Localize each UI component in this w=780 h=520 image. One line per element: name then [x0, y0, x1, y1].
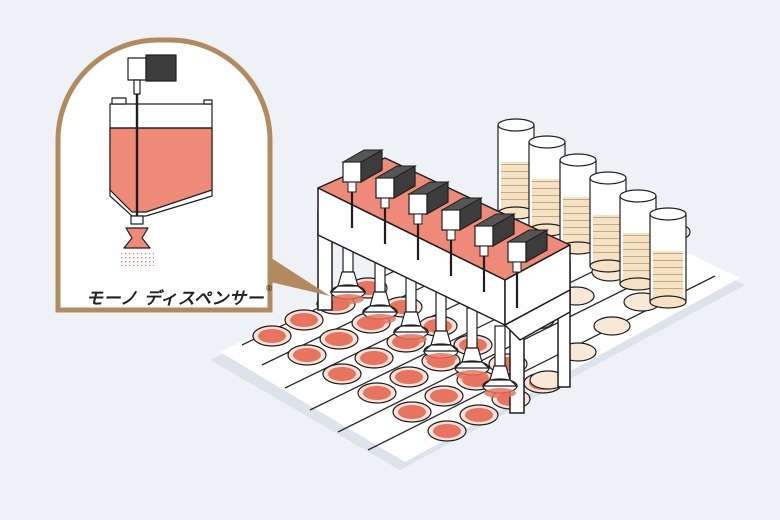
product-name-label: モーノ ディスペンサー®: [86, 284, 273, 310]
motor-icon: [341, 148, 384, 228]
test-tube-icon: [649, 207, 687, 309]
plate-filled: [252, 325, 292, 347]
nozzle-row: [329, 231, 519, 398]
plate-empty: [593, 316, 631, 336]
motor-icon: [506, 228, 549, 308]
plate-filled: [322, 363, 362, 385]
plate-filled: [424, 385, 464, 407]
plate-filled: [284, 309, 324, 331]
plate-filled: [354, 347, 394, 369]
plate-filled: [459, 404, 499, 426]
test-tube-icon: [528, 135, 566, 237]
registered-mark: ®: [265, 284, 274, 293]
motor-icon: [127, 54, 177, 95]
plate-filled: [319, 328, 359, 350]
plate-filled: [357, 382, 397, 404]
nozzle-icon: [481, 325, 519, 398]
motor-icon: [440, 196, 483, 276]
plate-filled: [392, 401, 432, 423]
callout-pointer: [262, 252, 330, 296]
plate-filled: [287, 344, 327, 366]
test-tube-icon: [559, 153, 597, 255]
product-name: モーノ ディスペンサー: [86, 289, 265, 309]
nozzle-icon: [361, 251, 399, 324]
nozzle-icon: [422, 290, 460, 363]
motor-icon: [407, 180, 450, 260]
plate-filled: [389, 366, 429, 388]
motor-icon: [374, 164, 417, 244]
test-tube-rack: [497, 118, 687, 309]
nozzle-icon: [392, 271, 430, 344]
motor-row: [341, 148, 549, 308]
motor-icon: [473, 212, 516, 292]
nozzle-icon: [123, 215, 151, 249]
nozzle-icon: [453, 307, 491, 380]
plate-filled: [427, 420, 467, 442]
dispenser-detail: [109, 54, 213, 266]
